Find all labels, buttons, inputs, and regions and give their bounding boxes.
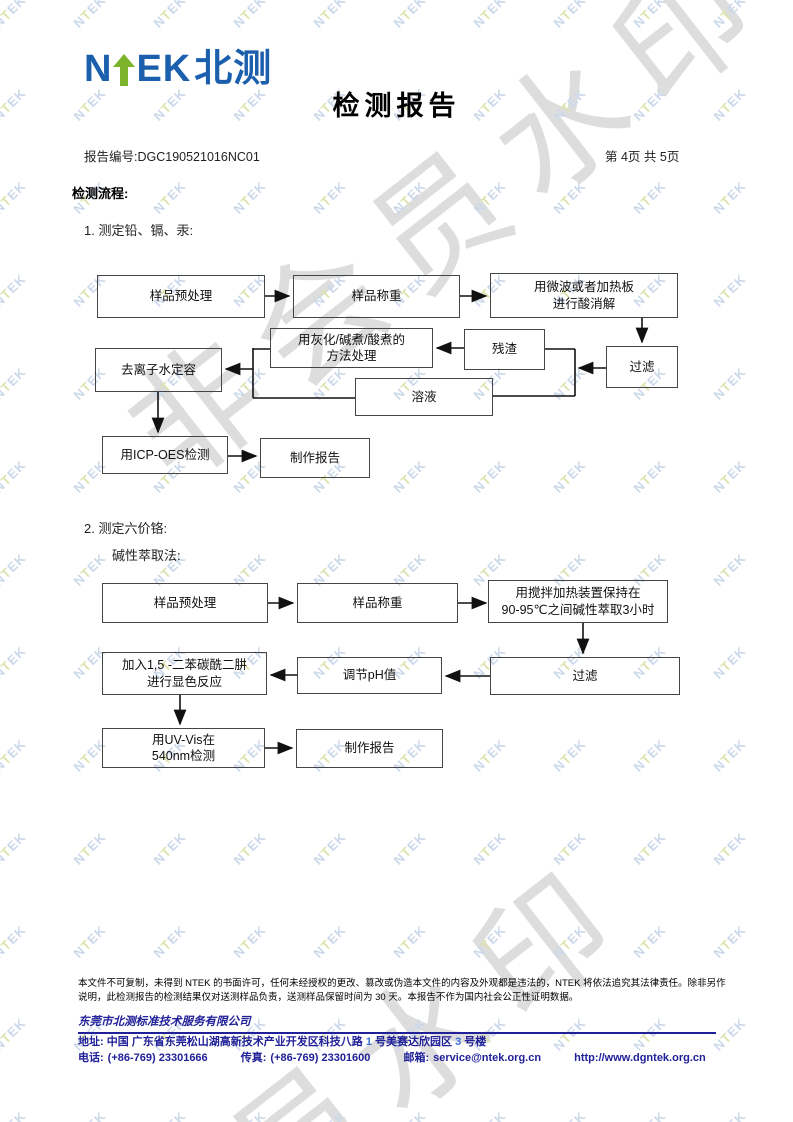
address-number: 3 (455, 1036, 462, 1048)
mail-value: service@ntek.org.cn (433, 1052, 542, 1064)
address-part: 号楼 (461, 1036, 487, 1048)
page-number-info: 第 4页 共 5页 (605, 150, 680, 164)
flow1-box-make-report: 制作报告 (260, 438, 370, 478)
flow2-box-sample-weigh: 样品称重 (297, 583, 458, 623)
company-contact: 电话:(+86-769) 23301666 传真:(+86-769) 23301… (78, 1049, 710, 1065)
tel-label: 电话: (78, 1052, 104, 1064)
report-number: 报告编号:DGC190521016NC01 (84, 150, 260, 164)
flow1-box-solution: 溶液 (355, 378, 493, 416)
address-part: 地址: 中国 广东省东莞松山湖高新技术产业开发区科技八路 (78, 1036, 366, 1048)
tel-value: (+86-769) 23301666 (107, 1052, 208, 1064)
logo-up-arrow-icon (113, 54, 136, 86)
flow2-box-color-reaction: 加入1,5 -二苯碳酰二肼 进行显色反应 (102, 652, 267, 695)
flow-heading: 检测流程: (72, 186, 129, 201)
company-name: 东莞市北测标准技术服务有限公司 (78, 1013, 716, 1034)
flow1-box-icp-oes-test: 用ICP-OES检测 (102, 436, 228, 474)
address-number: 1 (365, 1036, 372, 1048)
flow1-box-filter: 过滤 (606, 346, 678, 388)
flow1-box-sample-weigh: 样品称重 (293, 275, 460, 318)
section-1-label: 1. 测定铅、镉、汞: (84, 223, 194, 238)
fax-value: (+86-769) 23301600 (270, 1052, 371, 1064)
address-part: 号美赛达欣园区 (371, 1036, 456, 1048)
flow1-box-sample-pretreat: 样品预处理 (97, 275, 265, 318)
fax-label: 传真: (240, 1052, 267, 1064)
flow1-box-acid-digestion: 用微波或者加热板 进行酸消解 (490, 273, 678, 318)
mail-label: 邮箱: (403, 1052, 430, 1064)
flow2-box-uv-vis-test: 用UV-Vis在 540nm检测 (102, 728, 265, 768)
flow1-box-ashing-treatment: 用灰化/碱煮/酸煮的 方法处理 (270, 328, 433, 368)
logo-chinese-name: 北测 (194, 48, 273, 90)
section-2-sub-label: 碱性萃取法: (112, 548, 181, 563)
company-address: 地址: 中国 广东省东莞松山湖高新技术产业开发区科技八路 1 号美赛达欣园区 3… (78, 1033, 486, 1049)
flow1-box-di-water-volume: 去离子水定容 (95, 348, 222, 392)
flow2-box-alkaline-extract: 用搅拌加热装置保持在 90-95℃之间碱性萃取3小时 (488, 580, 668, 623)
section-2-label: 2. 测定六价铬: (84, 521, 168, 536)
website-url: http://www.dgntek.org.cn (574, 1052, 706, 1064)
flow2-box-filter: 过滤 (490, 657, 680, 695)
logo-letters-ek: EK (136, 48, 192, 90)
page-title: 检测报告 (332, 91, 461, 121)
ntek-logo: N EK 北测 (84, 50, 272, 88)
logo-letter-n: N (84, 48, 113, 90)
flow2-box-adjust-ph: 调节pH值 (297, 657, 442, 694)
disclaimer-text: 本文件不可复制，未得到 NTEK 的书面许可，任何未经授权的更改、篡改或伪造本文… (78, 978, 726, 1004)
flow2-box-sample-pretreat: 样品预处理 (102, 583, 268, 623)
flow2-box-make-report: 制作报告 (296, 729, 443, 768)
flow1-box-residue: 残渣 (464, 329, 545, 370)
